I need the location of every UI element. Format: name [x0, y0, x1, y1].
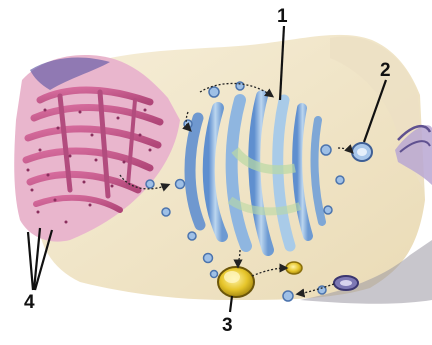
label-1: 1 [277, 6, 288, 27]
small-yellow-vesicle [286, 262, 302, 274]
yellow-vesicle [218, 267, 254, 297]
vesicle-at-membrane [352, 143, 372, 161]
label-4: 4 [24, 292, 35, 313]
label-2: 2 [380, 60, 391, 81]
secretory-vesicle [334, 276, 358, 290]
label-3: 3 [222, 315, 233, 336]
